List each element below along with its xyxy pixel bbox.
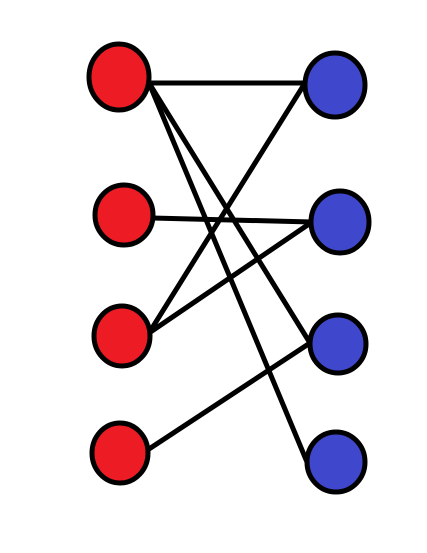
edge-l1-r3 [146, 80, 313, 346]
left-node-l2 [92, 182, 156, 248]
edge-l1-r4 [146, 80, 310, 465]
edge-l3-r2 [146, 219, 315, 336]
right-node-r1 [302, 50, 368, 120]
right-node-r3 [307, 312, 369, 376]
right-node-r4 [304, 429, 368, 495]
left-node-l1 [86, 41, 152, 113]
left-node-l4 [89, 420, 151, 486]
edge-l4-r3 [146, 340, 313, 452]
nodes-layer [86, 41, 372, 495]
edge-l2-r2 [149, 215, 315, 225]
left-node-l3 [91, 303, 153, 369]
edges-layer [146, 80, 315, 465]
edge-l3-r1 [146, 80, 308, 336]
right-node-r2 [308, 188, 372, 256]
